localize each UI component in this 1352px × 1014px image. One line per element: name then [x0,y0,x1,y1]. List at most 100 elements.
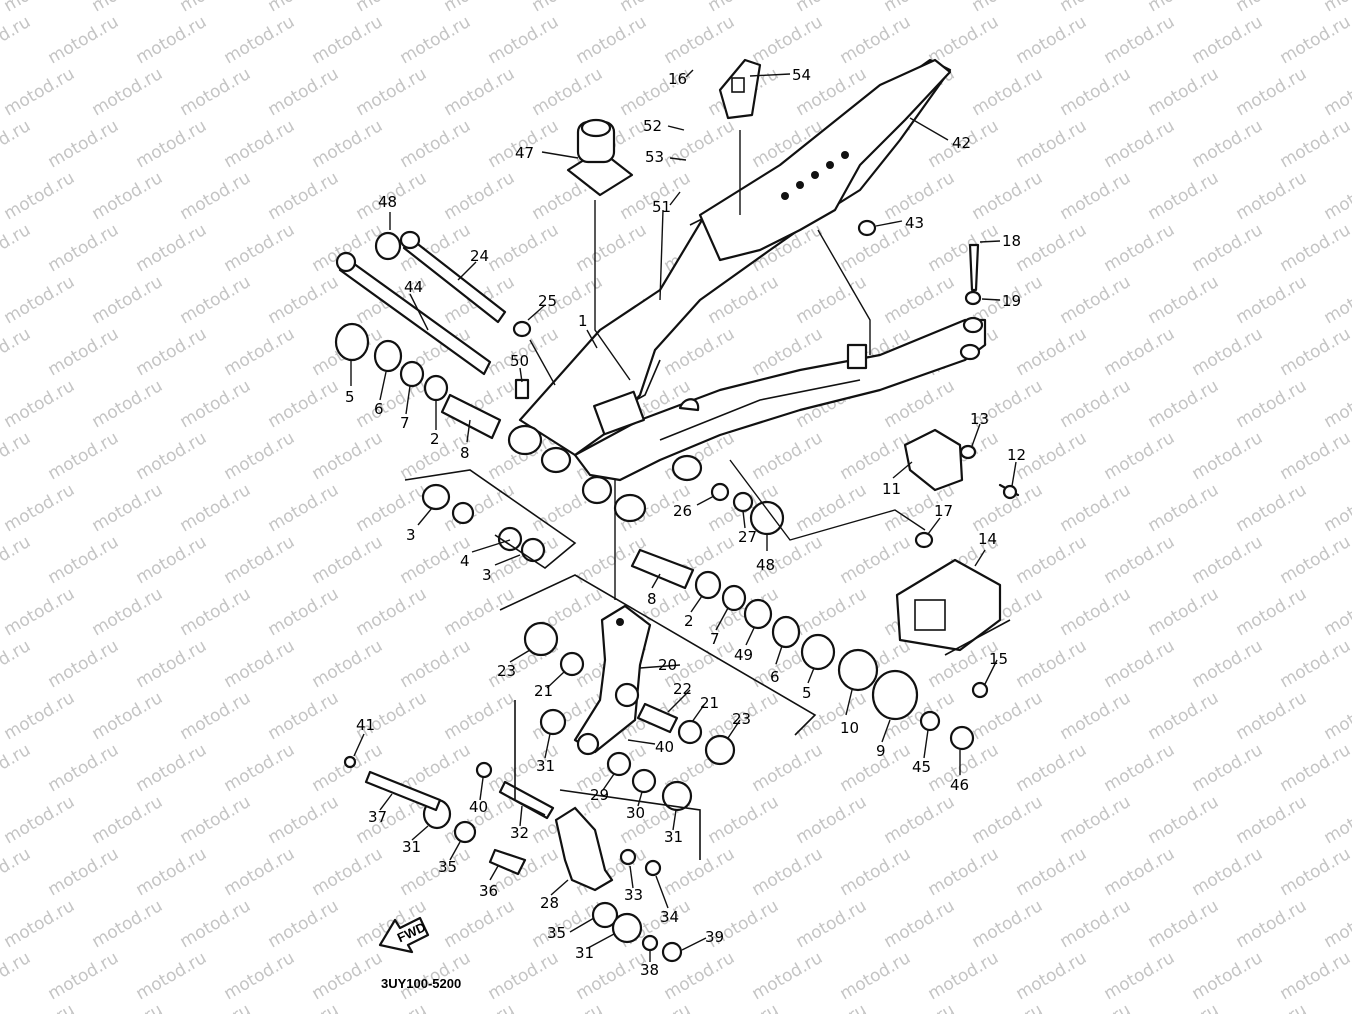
watermark-text: motod.ru [0,324,34,380]
mid-bearings [404,469,577,569]
watermark-text: motod.ru [1145,1000,1223,1014]
plate-54 [718,58,762,120]
watermark-text: motod.ru [353,1000,431,1014]
watermark-text: motod.ru [1233,896,1311,952]
callout-c11: 11 [882,480,901,498]
stopper-47 [566,118,634,197]
watermark-text: motod.ru [925,220,1003,276]
watermark-text: motod.ru [1277,428,1352,484]
watermark-text: motod.ru [969,168,1047,224]
watermark-text: motod.ru [1277,948,1352,1004]
watermark-text: motod.ru [837,12,915,68]
callout-c37: 37 [368,808,387,826]
watermark-text: motod.ru [1277,740,1352,796]
watermark-text: motod.ru [221,740,299,796]
callout-c33: 33 [624,886,643,904]
watermark-text: motod.ru [1189,428,1267,484]
watermark-text: motod.ru [617,0,695,16]
watermark-text: motod.ru [89,792,167,848]
watermark-text: motod.ru [1277,324,1352,380]
watermark-text: motod.ru [1,480,79,536]
watermark-text: motod.ru [1145,896,1223,952]
watermark-text: motod.ru [1189,116,1267,172]
callout-c48b: 48 [756,556,775,574]
watermark-text: motod.ru [1233,1000,1311,1014]
watermark-text: motod.ru [1277,636,1352,692]
watermark-text: motod.ru [221,116,299,172]
watermark-text: motod.ru [1321,376,1352,432]
watermark-text: motod.ru [485,532,563,588]
watermark-text: motod.ru [441,584,519,640]
watermark-text: motod.ru [45,428,123,484]
watermark-text: motod.ru [309,844,387,900]
watermark-text: motod.ru [969,792,1047,848]
watermark-text: motod.ru [221,844,299,900]
callout-c18: 18 [1002,232,1021,250]
callout-c30: 30 [626,804,645,822]
watermark-text: motod.ru [1233,168,1311,224]
watermark-text: motod.ru [1101,12,1179,68]
watermark-text: motod.ru [89,480,167,536]
watermark-text: motod.ru [309,948,387,1004]
callout-c16: 16 [668,70,687,88]
watermark-text: motod.ru [1233,376,1311,432]
watermark-text: motod.ru [1233,584,1311,640]
callout-c19: 19 [1002,292,1021,310]
watermark-text: motod.ru [1013,740,1091,796]
watermark-text: motod.ru [177,584,255,640]
watermark-text: motod.ru [1013,948,1091,1004]
watermark-text: motod.ru [89,584,167,640]
callout-c54: 54 [792,66,811,84]
watermark-text: motod.ru [925,844,1003,900]
watermark-text: motod.ru [1321,480,1352,536]
watermark-text: motod.ru [1189,740,1267,796]
watermark-text: motod.ru [1057,480,1135,536]
watermark-text: motod.ru [309,12,387,68]
watermark-text: motod.ru [1145,64,1223,120]
callout-c4: 4 [460,552,470,570]
callout-c12: 12 [1007,446,1026,464]
callout-c51: 51 [652,198,671,216]
watermark-text: motod.ru [89,688,167,744]
connecting-rod [343,755,683,963]
callout-c27: 27 [738,528,757,546]
watermark-text: motod.ru [969,1000,1047,1014]
watermark-text: motod.ru [397,636,475,692]
watermark-text: motod.ru [1,64,79,120]
callout-c40a: 40 [655,738,674,756]
watermark-text: motod.ru [133,948,211,1004]
watermark-text: motod.ru [0,220,34,276]
watermark-text: motod.ru [89,1000,167,1014]
callout-c23b: 23 [732,710,751,728]
watermark-text: motod.ru [1101,324,1179,380]
watermark-text: motod.ru [45,948,123,1004]
watermark-text: motod.ru [221,948,299,1004]
watermark-text: motod.ru [353,64,431,120]
callout-c8a: 8 [460,444,470,462]
watermark-text: motod.ru [1013,844,1091,900]
watermark-text: motod.ru [441,1000,519,1014]
callout-c47: 47 [515,144,534,162]
watermark-text: motod.ru [177,272,255,328]
watermark-text: motod.ru [969,896,1047,952]
watermark-text: motod.ru [705,792,783,848]
right-parts [671,219,1020,699]
watermark-text: motod.ru [1013,12,1091,68]
watermark-text: motod.ru [0,428,34,484]
watermark-text: motod.ru [1145,480,1223,536]
watermark-text: motod.ru [221,220,299,276]
watermark-text: motod.ru [793,1000,871,1014]
watermark-text: motod.ru [705,1000,783,1014]
watermark-text: motod.ru [265,168,343,224]
watermark-text: motod.ru [221,532,299,588]
watermark-text: motod.ru [749,12,827,68]
watermark-text: motod.ru [441,168,519,224]
watermark-text: motod.ru [705,0,783,16]
watermark-text: motod.ru [1189,532,1267,588]
watermark-text: motod.ru [749,844,827,900]
watermark-text: motod.ru [1321,168,1352,224]
watermark-text: motod.ru [1321,272,1352,328]
callout-c32: 32 [510,824,529,842]
watermark-text: motod.ru [45,532,123,588]
